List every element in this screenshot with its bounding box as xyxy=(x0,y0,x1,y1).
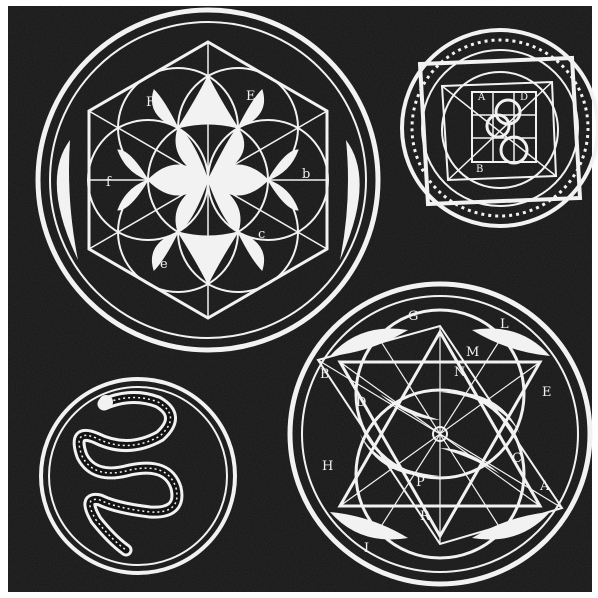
label-I: I xyxy=(364,541,369,556)
label-M: M xyxy=(466,345,479,360)
label-C2: C xyxy=(512,451,522,466)
label-L: L xyxy=(500,317,509,332)
serpent-head xyxy=(99,395,113,409)
label-B: B xyxy=(476,164,483,175)
label-c: c xyxy=(258,227,265,242)
label-F: F xyxy=(146,95,155,110)
label-E2: E xyxy=(542,385,552,400)
label-P: P xyxy=(416,475,425,490)
label-B2: B xyxy=(320,367,330,382)
label-G: G xyxy=(408,309,418,324)
label-D: D xyxy=(520,92,528,103)
label-H: H xyxy=(322,459,333,474)
flower-hexagon-figure xyxy=(38,10,378,350)
label-D2: D xyxy=(356,395,366,410)
label-E: E xyxy=(246,89,256,104)
label-N: N xyxy=(454,365,465,380)
label-R: R xyxy=(420,509,431,524)
label-A2: A xyxy=(539,479,550,494)
label-e: e xyxy=(160,257,168,272)
label-F2: F xyxy=(490,529,499,544)
label-b: b xyxy=(302,167,310,182)
label-A: A xyxy=(477,92,486,103)
